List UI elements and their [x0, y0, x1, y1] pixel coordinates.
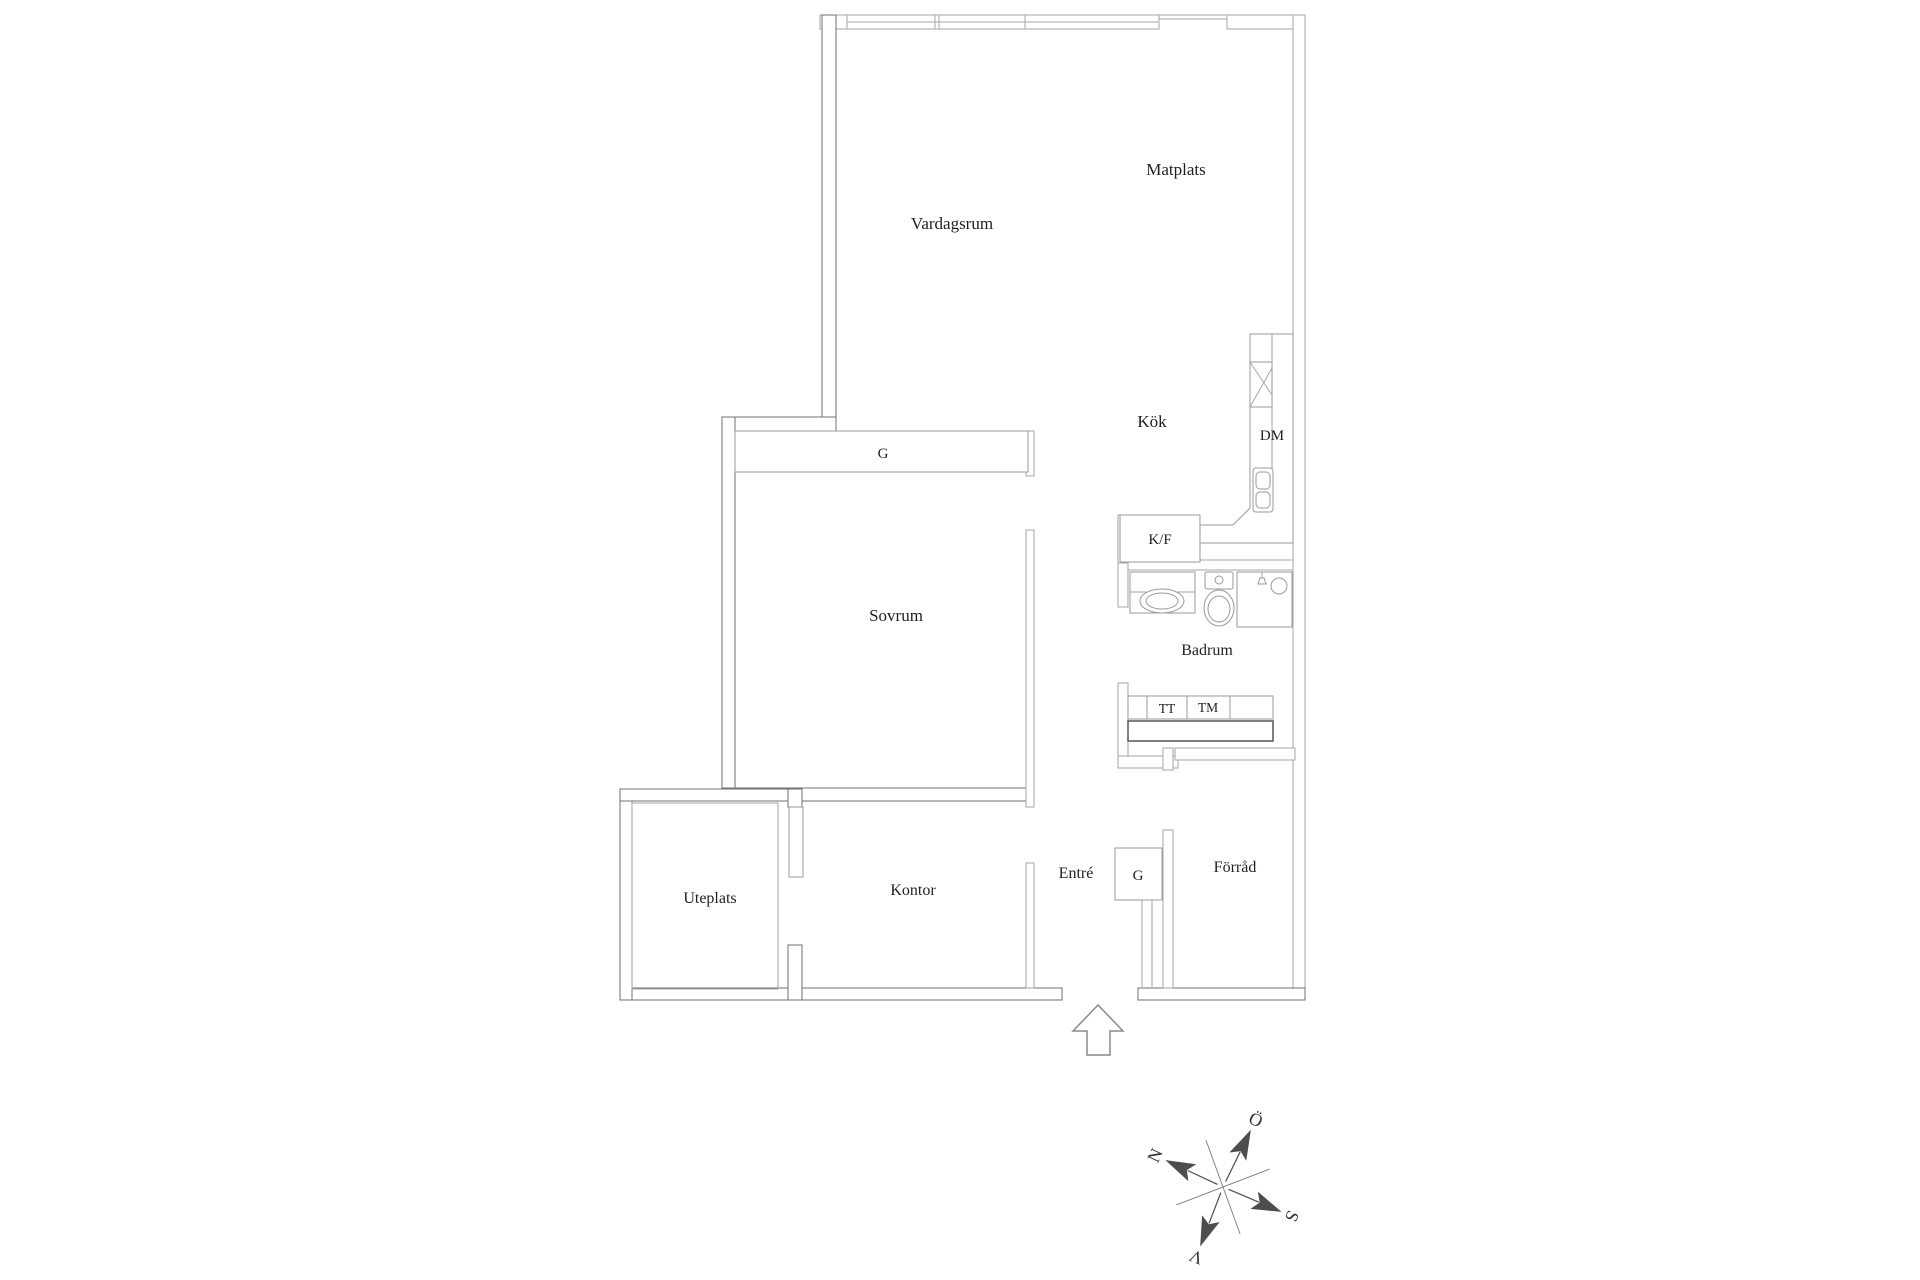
room-label-kok: Kök — [1137, 412, 1167, 431]
label-dishwasher: DM — [1260, 428, 1284, 444]
label-fridge-freezer: K/F — [1148, 532, 1171, 548]
laundry-cabinet-box-right — [1229, 695, 1274, 720]
right-wall — [1292, 14, 1306, 1001]
uteplats-north-wall — [619, 788, 791, 802]
bathroom-fixtures — [1129, 571, 1293, 628]
compass-letter-north: N — [1143, 1145, 1167, 1165]
room-label-forrad: Förråd — [1214, 859, 1257, 876]
kontor-patio-door-frame — [788, 806, 804, 878]
shower-icon — [1236, 571, 1293, 628]
label-wardrobe-sovrum: G — [878, 446, 889, 462]
room-label-badrum: Badrum — [1181, 642, 1233, 659]
badrum-west-wall-lower — [1117, 682, 1129, 769]
interior-walls — [1117, 514, 1296, 989]
sovrum-east-wall-mid — [1025, 529, 1035, 808]
compass-east-arrow: Ö — [1225, 1108, 1266, 1182]
label-dryer: TT — [1159, 701, 1176, 716]
uteplats-west-wall — [619, 788, 633, 1001]
entre-wardrobe-icon — [1114, 847, 1163, 988]
compass-letter-east: Ö — [1246, 1108, 1266, 1132]
laundry-fixtures — [1127, 695, 1274, 742]
forrad-west-wall-stub — [1162, 747, 1174, 771]
room-label-sovrum: Sovrum — [869, 606, 923, 625]
kontor-west-wall-upper — [787, 788, 803, 808]
forrad-north-wall — [1174, 747, 1296, 761]
toilet-icon — [1203, 571, 1235, 627]
label-washer: TM — [1198, 700, 1218, 715]
vardagsrum-west-wall — [821, 14, 837, 432]
sovrum-north-wall — [721, 416, 837, 432]
window-band-icon — [846, 15, 1158, 29]
badrum-west-wall-upper — [1117, 562, 1129, 608]
sovrum-walls — [721, 416, 1035, 989]
bottom-wall-left — [619, 987, 1063, 1001]
uteplats-deck-line — [631, 802, 779, 990]
entrance-arrow-icon — [1071, 1003, 1125, 1056]
kitchen-sink-icon — [1252, 467, 1274, 513]
room-label-vardagsrum: Vardagsrum — [911, 214, 993, 233]
kontor-west-wall-lower — [787, 944, 803, 1001]
label-wardrobe-entre: G — [1133, 868, 1144, 884]
entre-east-wall-lower — [1025, 862, 1035, 989]
compass-rose-icon: Ö N S V — [1143, 1108, 1303, 1269]
stove-icon — [1249, 361, 1273, 408]
compass-letter-south: S — [1281, 1208, 1303, 1225]
room-label-kontor: Kontor — [890, 882, 936, 899]
bottom-wall-right — [1137, 987, 1306, 1001]
sovrum-west-wall — [721, 416, 736, 802]
room-label-uteplats: Uteplats — [683, 890, 736, 907]
laundry-counter — [1127, 720, 1274, 742]
uteplats-kontor-walls — [619, 788, 804, 1001]
kitchen-fixtures — [1119, 333, 1294, 563]
room-label-matplats: Matplats — [1146, 160, 1206, 179]
compass-south-arrow: S — [1228, 1188, 1303, 1225]
sovrum-wardrobe-icon — [734, 430, 1029, 473]
compass-letter-west: V — [1186, 1245, 1205, 1268]
vanity-sink-icon — [1129, 571, 1196, 614]
room-label-entre: Entré — [1059, 865, 1094, 882]
compass-west-arrow: V — [1186, 1192, 1222, 1269]
top-wall-thin-section — [1158, 14, 1228, 20]
outer-walls — [619, 14, 1306, 1001]
forrad-west-wall — [1162, 829, 1174, 989]
laundry-cabinet-box — [1127, 695, 1148, 720]
fridge-freezer-box — [1119, 514, 1201, 563]
